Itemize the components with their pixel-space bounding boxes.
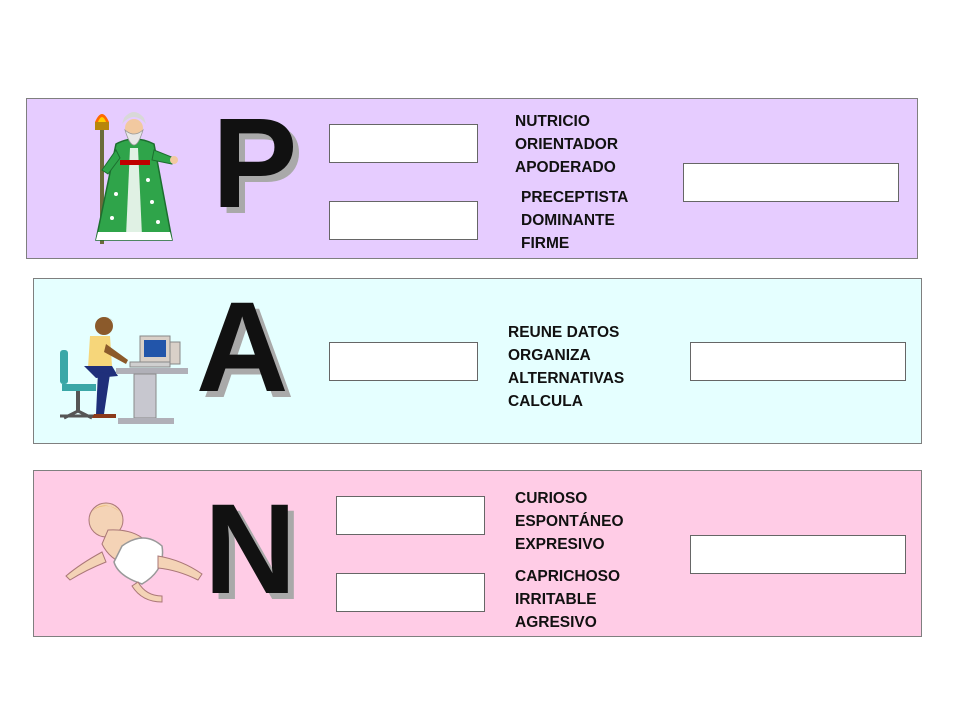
child-letter: N	[204, 478, 297, 621]
adult-summary-answer-box[interactable]	[690, 342, 906, 381]
child-positive-traits: CURIOSO ESPONTÁNEO EXPRESIVO	[515, 487, 624, 556]
parent-positive-answer-box[interactable]	[329, 124, 478, 163]
trait-item: FIRME	[521, 235, 570, 252]
trait-item: ESPONTÁNEO	[515, 513, 624, 530]
child-negative-traits: CAPRICHOSO IRRITABLE AGRESIVO	[515, 565, 620, 634]
trait-item: ALTERNATIVAS	[508, 370, 625, 387]
adult-traits: REUNE DATOS ORGANIZA ALTERNATIVAS CALCUL…	[508, 321, 624, 413]
crawling-baby-icon	[65, 502, 203, 603]
trait-item: APODERADO	[515, 159, 616, 176]
parent-negative-answer-box[interactable]	[329, 201, 478, 240]
parent-negative-traits: PRECEPTISTA DOMINANTE FIRME	[521, 186, 628, 255]
parent-positive-traits: NUTRICIO ORIENTADOR APODERADO	[515, 110, 618, 179]
trait-item: CAPRICHOSO	[515, 568, 621, 585]
parent-letter: P	[212, 92, 298, 235]
trait-item: CALCULA	[508, 393, 583, 410]
trait-item: REUNE DATOS	[508, 324, 620, 341]
trait-item: PRECEPTISTA	[521, 189, 629, 206]
child-positive-answer-box[interactable]	[336, 496, 485, 535]
trait-item: CURIOSO	[515, 490, 588, 507]
trait-item: ORIENTADOR	[515, 136, 619, 153]
child-negative-answer-box[interactable]	[336, 573, 485, 612]
trait-item: NUTRICIO	[515, 113, 590, 130]
wizard-with-torch-icon	[95, 112, 178, 244]
trait-item: DOMINANTE	[521, 212, 615, 229]
adult-answer-box[interactable]	[329, 342, 478, 381]
parent-summary-answer-box[interactable]	[683, 163, 899, 202]
trait-item: AGRESIVO	[515, 614, 597, 631]
adult-letter: A	[196, 276, 289, 419]
trait-item: ORGANIZA	[508, 347, 591, 364]
person-at-computer-icon	[60, 317, 188, 424]
trait-item: EXPRESIVO	[515, 536, 605, 553]
child-summary-answer-box[interactable]	[690, 535, 906, 574]
trait-item: IRRITABLE	[515, 591, 597, 608]
